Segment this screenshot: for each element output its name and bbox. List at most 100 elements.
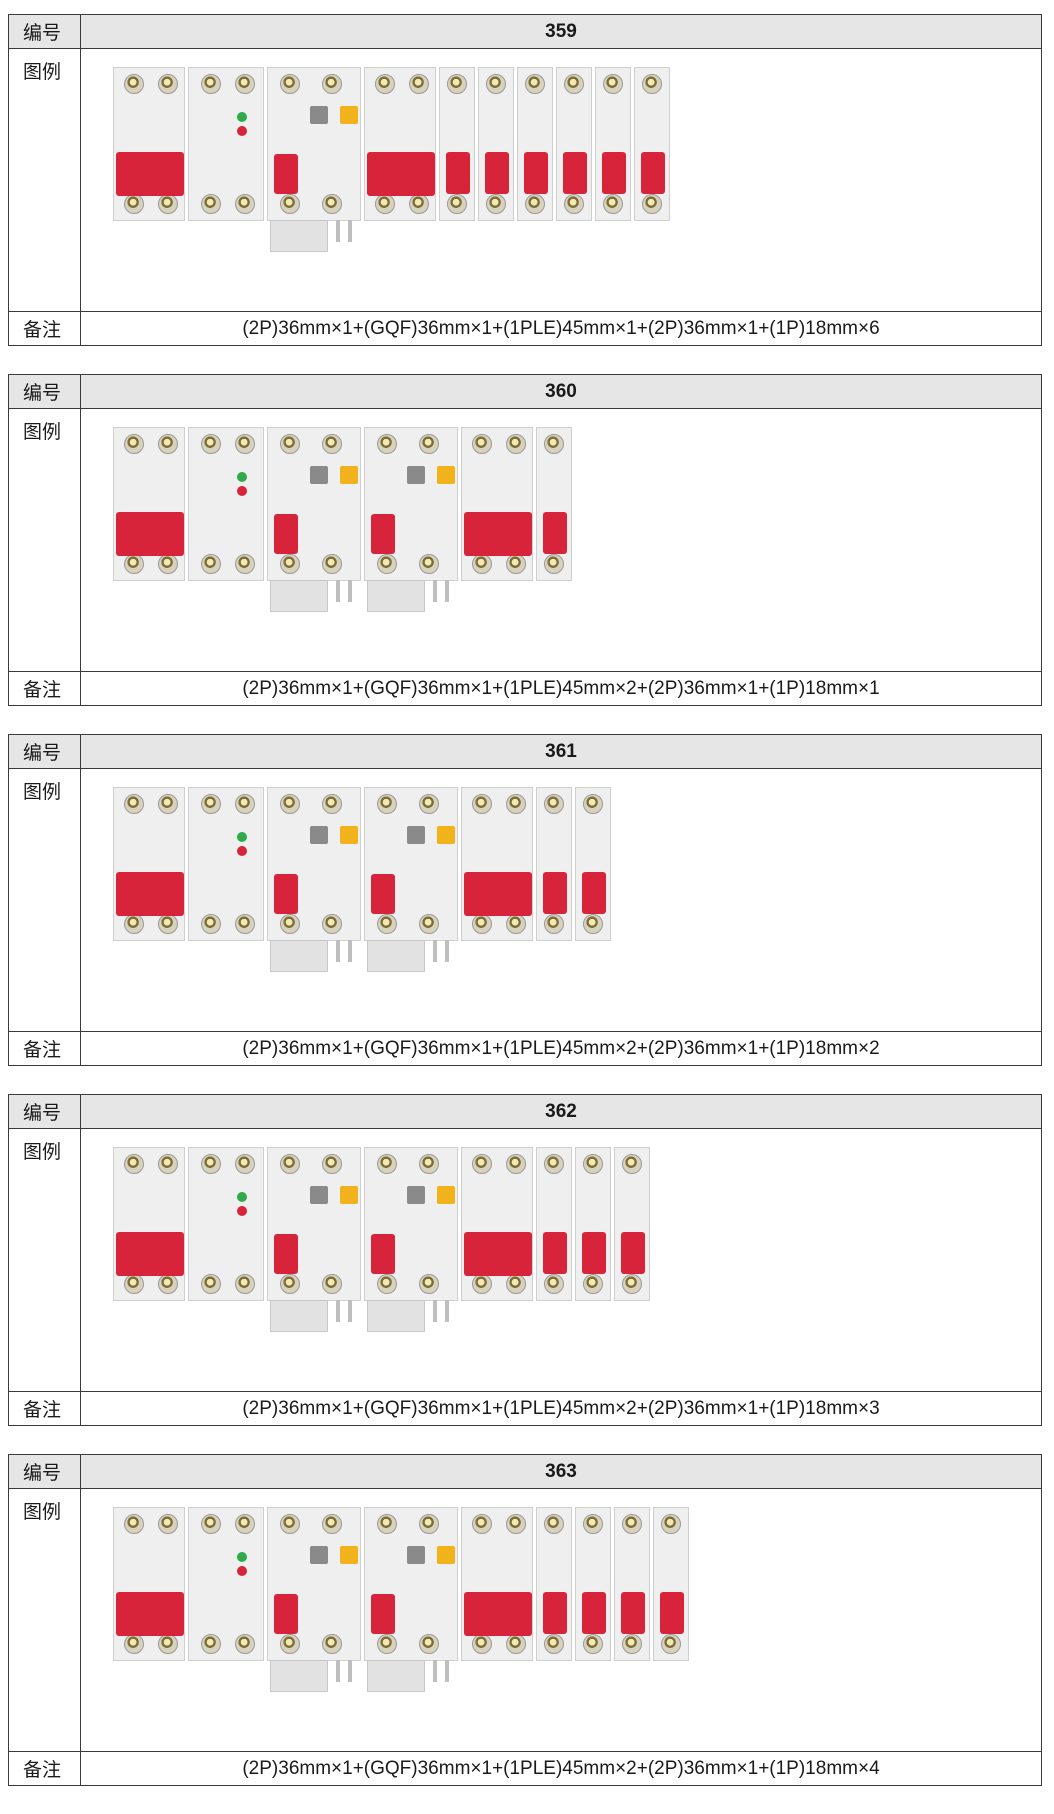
terminal-screw-icon: [124, 1514, 144, 1534]
legend-label: 图例: [9, 1489, 81, 1751]
leakage-tail: [367, 580, 425, 612]
green-led-icon: [237, 832, 247, 842]
terminal-screw-icon: [525, 194, 545, 214]
red-led-icon: [237, 486, 247, 496]
terminal-screw-icon: [642, 74, 662, 94]
number-label: 编号: [9, 735, 81, 769]
reset-button-icon: [310, 826, 328, 844]
terminal-screw-icon: [201, 1274, 221, 1294]
red-led-icon: [237, 126, 247, 136]
terminal-screw-icon: [564, 74, 584, 94]
red-lever: [464, 1592, 532, 1636]
breaker-1p: [595, 67, 631, 221]
test-button-icon: [437, 826, 455, 844]
terminal-screw-icon: [377, 794, 397, 814]
legend-picture: [81, 1489, 1041, 1751]
number-label: 编号: [9, 15, 81, 49]
terminal-screw-icon: [280, 434, 300, 454]
legend-label: 图例: [9, 409, 81, 671]
red-lever: [582, 872, 606, 914]
terminal-screw-icon: [377, 914, 397, 934]
test-button-icon: [437, 1546, 455, 1564]
leakage-tail: [270, 1660, 328, 1692]
combination-list: 编号 359 图例 备注 (2P)36mm×1+(GQF)36mm×1+(1PL…: [8, 14, 1042, 1814]
terminal-screw-icon: [377, 1514, 397, 1534]
reset-button-icon: [407, 1546, 425, 1564]
red-lever: [116, 152, 184, 196]
breaker-1ple: [267, 1147, 361, 1332]
terminal-screw-icon: [409, 194, 429, 214]
terminal-screw-icon: [506, 1514, 526, 1534]
terminal-screw-icon: [419, 794, 439, 814]
terminal-screw-icon: [235, 1634, 255, 1654]
terminal-screw-icon: [472, 1514, 492, 1534]
red-lever: [641, 152, 665, 194]
breaker-1p: [536, 1147, 572, 1301]
terminal-screw-icon: [201, 914, 221, 934]
red-lever: [116, 872, 184, 916]
terminal-screw-icon: [506, 914, 526, 934]
terminal-screw-icon: [377, 1154, 397, 1174]
terminal-screw-icon: [661, 1514, 681, 1534]
terminal-screw-icon: [642, 194, 662, 214]
terminal-screw-icon: [322, 1514, 342, 1534]
terminal-screw-icon: [472, 914, 492, 934]
terminal-screw-icon: [158, 1634, 178, 1654]
wire-lead: [348, 1300, 352, 1322]
red-lever: [464, 1232, 532, 1276]
reset-button-icon: [407, 466, 425, 484]
terminal-screw-icon: [158, 194, 178, 214]
red-lever: [464, 872, 532, 916]
wire-lead: [433, 580, 437, 602]
terminal-screw-icon: [377, 554, 397, 574]
terminal-screw-icon: [377, 1274, 397, 1294]
wire-lead: [433, 940, 437, 962]
terminal-screw-icon: [235, 794, 255, 814]
combination-remark: (2P)36mm×1+(GQF)36mm×1+(1PLE)45mm×2+(2P)…: [81, 1391, 1041, 1425]
terminal-screw-icon: [201, 554, 221, 574]
terminal-screw-icon: [622, 1154, 642, 1174]
terminal-screw-icon: [158, 794, 178, 814]
red-lever: [274, 874, 298, 914]
wire-lead: [348, 580, 352, 602]
terminal-screw-icon: [506, 554, 526, 574]
wire-lead: [336, 1660, 340, 1682]
breaker-2p: [461, 787, 533, 941]
combination-table: 编号 363 图例 备注 (2P)36mm×1+(GQF)36mm×1+(1PL…: [8, 1454, 1042, 1786]
leakage-tail: [270, 220, 328, 252]
legend-picture: [81, 1129, 1041, 1391]
test-button-icon: [437, 1186, 455, 1204]
breaker-1p: [614, 1147, 650, 1301]
combination-remark: (2P)36mm×1+(GQF)36mm×1+(1PLE)45mm×2+(2P)…: [81, 671, 1041, 705]
wire-lead: [348, 1660, 352, 1682]
terminal-screw-icon: [377, 434, 397, 454]
breaker-row: [113, 427, 1041, 612]
combination-number: 360: [81, 375, 1041, 409]
wire-lead: [445, 1660, 449, 1682]
test-button-icon: [340, 826, 358, 844]
terminal-screw-icon: [375, 74, 395, 94]
terminal-screw-icon: [235, 554, 255, 574]
red-lever: [485, 152, 509, 194]
red-lever: [543, 512, 567, 554]
terminal-screw-icon: [280, 1154, 300, 1174]
breaker-2p: [461, 427, 533, 581]
red-lever: [367, 152, 435, 196]
wire-lead: [445, 580, 449, 602]
reset-button-icon: [310, 466, 328, 484]
wire-lead: [336, 580, 340, 602]
terminal-screw-icon: [544, 1154, 564, 1174]
terminal-screw-icon: [419, 1154, 439, 1174]
terminal-screw-icon: [124, 794, 144, 814]
terminal-screw-icon: [419, 914, 439, 934]
wire-lead: [336, 1300, 340, 1322]
test-button-icon: [437, 466, 455, 484]
red-lever: [371, 1594, 395, 1634]
terminal-screw-icon: [280, 194, 300, 214]
breaker-2p: [113, 67, 185, 221]
terminal-screw-icon: [472, 1154, 492, 1174]
terminal-screw-icon: [280, 1634, 300, 1654]
terminal-screw-icon: [486, 74, 506, 94]
combination-remark: (2P)36mm×1+(GQF)36mm×1+(1PLE)45mm×2+(2P)…: [81, 1031, 1041, 1065]
terminal-screw-icon: [158, 1274, 178, 1294]
